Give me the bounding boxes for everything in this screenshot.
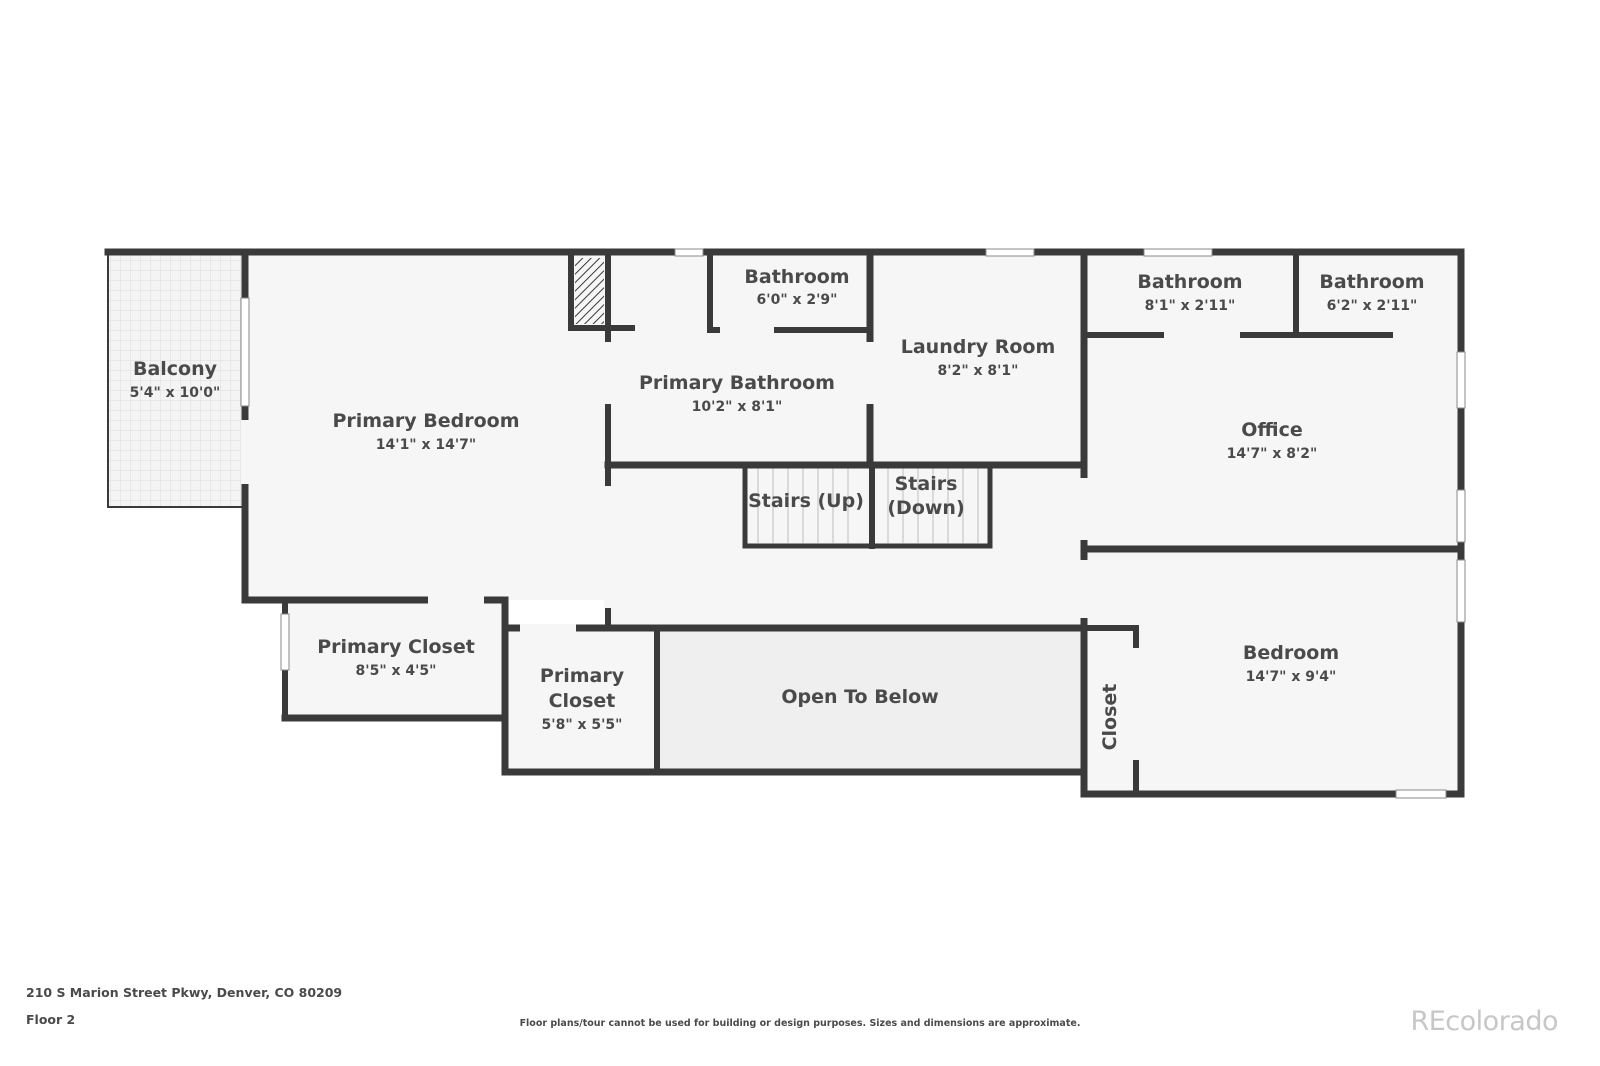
stairs-treads [757,468,979,543]
open-to-below-floor [657,628,1084,772]
room-name-primary-closet-1: Primary Closet [317,636,475,658]
door-gap [241,420,249,484]
door-gap [604,486,612,608]
door-gap [1080,560,1088,618]
room-name-balcony: Balcony [133,358,218,380]
hatch-shaft [575,258,604,324]
window [280,613,290,671]
door-gap [1164,331,1240,339]
room-name-primary-bedroom: Primary Bedroom [332,410,519,432]
room-name-stairs-down-2: (Down) [887,497,964,519]
right-wing-floor [1084,253,1459,793]
room-name-bathroom-right-2: Bathroom [1319,271,1424,293]
door-gap [866,342,874,404]
room-dim-laundry-room: 8'2" x 8'1" [938,363,1019,379]
room-name-closet: Closet [1099,684,1121,751]
room-name-laundry-room: Laundry Room [901,336,1056,358]
balcony-floor [107,252,246,508]
room-dim-office: 14'7" x 8'2" [1227,446,1318,462]
room-name-office: Office [1241,419,1303,441]
brand-watermark: REcolorado [1410,1006,1558,1037]
balcony-door [240,297,250,407]
room-name-bedroom: Bedroom [1243,642,1339,664]
room-dim-bathroom-top: 6'0" x 2'9" [757,292,838,308]
room-dim-primary-closet-1: 8'5" x 4'5" [356,663,437,679]
door-gap [428,596,484,604]
window [985,248,1035,257]
room-name-stairs-down-1: Stairs [895,473,958,495]
door-gap [1132,648,1140,760]
room-dim-primary-bedroom: 14'1" x 14'7" [376,437,476,453]
primary-closet-1-floor [285,600,505,718]
openings [240,248,1466,799]
primary-bedroom-floor [245,253,608,600]
room-dim-bathroom-right-2: 6'2" x 2'11" [1327,298,1418,314]
room-fills [107,252,1459,793]
room-name-bathroom-top: Bathroom [744,266,849,288]
window [674,248,704,257]
room-dim-balcony: 5'4" x 10'0" [130,385,221,401]
room-labels: Balcony 5'4" x 10'0" Primary Bedroom 14'… [130,266,1425,750]
room-name-bathroom-right-1: Bathroom [1137,271,1242,293]
door-gap [520,624,576,632]
disclaimer: Floor plans/tour cannot be used for buil… [519,1018,1081,1029]
door-gap [604,342,612,404]
window [1143,248,1213,257]
window [1456,489,1466,543]
property-address: 210 S Marion Street Pkwy, Denver, CO 802… [26,985,343,1000]
floor-label: Floor 2 [26,1012,76,1027]
room-name-primary-closet-2a: Primary [540,665,625,687]
door-gaps [241,326,1240,760]
room-dim-bathroom-right-1: 8'1" x 2'11" [1145,298,1236,314]
room-name-primary-bathroom: Primary Bathroom [639,372,835,394]
primary-closet-2-floor [505,628,655,772]
room-name-primary-closet-2b: Closet [549,690,616,712]
window [1395,789,1447,799]
room-dim-primary-closet-2: 5'8" x 5'5" [542,717,623,733]
room-dim-primary-bathroom: 10'2" x 8'1" [692,399,783,415]
door-gap [720,326,774,334]
window [1456,351,1466,409]
room-name-stairs-up: Stairs (Up) [748,490,864,512]
window [1456,559,1466,623]
room-dim-bedroom: 14'7" x 9'4" [1246,669,1337,685]
door-gap [1080,478,1088,540]
upper-middle-floor [608,253,1084,465]
room-name-open-to-below: Open To Below [781,686,938,708]
